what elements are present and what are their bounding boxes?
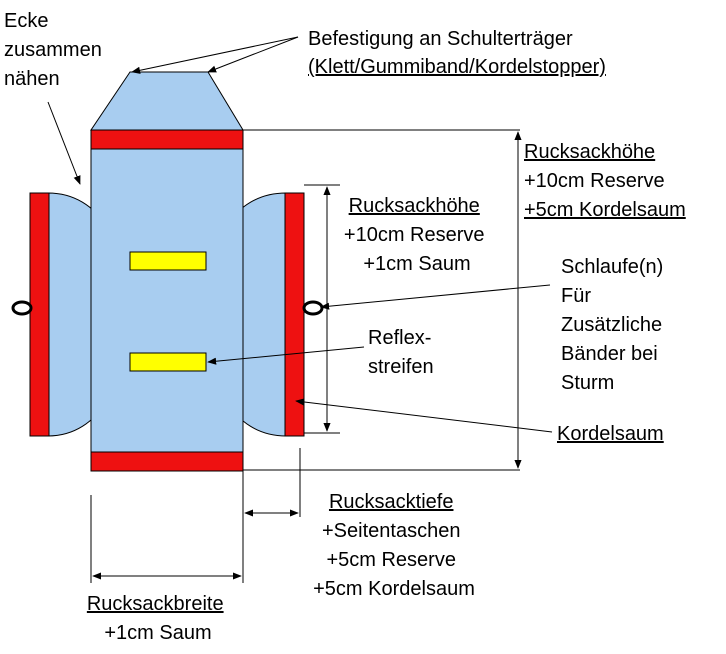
side-hem-left xyxy=(29,192,50,437)
arrow-to-top-left-corner xyxy=(131,36,299,74)
label-ecke: Ecke zusammen nähen xyxy=(4,10,107,90)
label-total-height: Rucksackhöhe +10cm Reserve +5cm Kordelsa… xyxy=(524,141,686,221)
top-flap xyxy=(90,71,244,131)
label-pocket-height: Rucksackhöhe +10cm Reserve +1cm Saum xyxy=(344,195,490,275)
top-hem xyxy=(90,129,244,150)
label-reflex: Reflex- streifen xyxy=(368,327,437,378)
label-kordelsaum: Kordelsaum xyxy=(557,423,664,445)
arrow-kordelsaum xyxy=(295,398,553,433)
label-width: Rucksackbreite +1cm Saum xyxy=(87,593,229,644)
loop-right xyxy=(302,300,324,316)
extension-lines xyxy=(90,129,520,583)
side-hem-right xyxy=(284,192,305,437)
reflector-strip-lower xyxy=(129,352,207,372)
label-schlaufe: Schlaufe(n) Für Zusätzliche Bänder bei S… xyxy=(561,256,669,394)
arrow-reflex xyxy=(207,346,365,365)
reflector-strip-upper xyxy=(129,251,207,271)
loop-left xyxy=(11,300,33,316)
main-panel xyxy=(90,129,244,471)
bottom-hem xyxy=(90,451,244,472)
arrow-schlaufe xyxy=(320,284,551,310)
label-befestigung: Befestigung an Schulterträger (Klett/Gum… xyxy=(308,28,606,78)
arrow-ecke xyxy=(47,101,81,185)
label-depth: Rucksacktiefe +Seitentaschen +5cm Reserv… xyxy=(313,491,475,600)
arrow-to-top-right-corner xyxy=(207,36,299,73)
